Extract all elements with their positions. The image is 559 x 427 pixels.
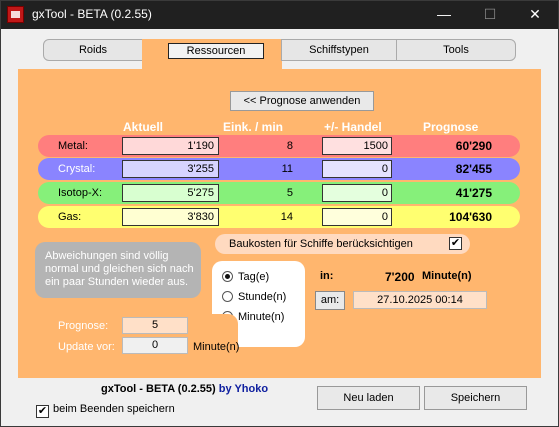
radio-label: Tag(e) xyxy=(238,271,270,283)
radio-tage[interactable]: Tag(e) xyxy=(222,271,269,287)
forecast-time-box: in: 7'200 Minute(n) am: 27.10.2025 00:14 xyxy=(307,261,497,314)
resource-row-isotop: Isotop-X: 5'275 5 0 41'275 xyxy=(38,182,520,204)
prognose-value: 60'290 xyxy=(455,139,492,153)
footer-app-name: gxTool - BETA (0.2.55) xyxy=(101,383,216,395)
handel-input[interactable]: 0 xyxy=(322,160,392,178)
footer-author: by Yhoko xyxy=(218,383,269,395)
resource-label: Crystal: xyxy=(58,163,96,175)
footer-title: gxTool - BETA (0.2.55) by Yhoko xyxy=(101,383,268,395)
info-note: Abweichungen sind völlig normal und glei… xyxy=(35,242,201,298)
am-button[interactable]: am: xyxy=(315,291,345,310)
maximize-button[interactable]: ☐ xyxy=(483,6,497,22)
radio-label: Minute(n) xyxy=(238,311,285,323)
tab-tools[interactable]: Tools xyxy=(396,39,516,61)
resource-row-metal: Metal: 1'190 8 1500 60'290 xyxy=(38,135,520,157)
prognose-settings: Prognose: 5 Update vor: 0 Minute(n) xyxy=(38,314,240,356)
title-bar: gxTool - BETA (0.2.55) — ☐ ✕ xyxy=(1,1,558,29)
aktuell-input[interactable]: 3'830 xyxy=(122,208,219,226)
aktuell-input[interactable]: 5'275 xyxy=(122,184,219,202)
header-handel: +/- Handel xyxy=(324,120,382,134)
update-unit: Minute(n) xyxy=(193,341,240,353)
eink-value: 8 xyxy=(286,140,293,152)
save-button[interactable]: Speichern xyxy=(424,386,527,410)
baukosten-checkbox[interactable]: ✔ xyxy=(449,237,462,250)
eink-value: 11 xyxy=(281,163,293,175)
resource-row-crystal: Crystal: 3'255 11 0 82'455 xyxy=(38,158,520,180)
header-aktuell: Aktuell xyxy=(123,120,164,134)
eink-value: 5 xyxy=(286,187,293,199)
resource-label: Gas: xyxy=(58,211,82,223)
in-label: in: xyxy=(320,270,334,282)
save-on-exit-checkbox[interactable]: ✔ xyxy=(36,405,49,418)
eink-value: 14 xyxy=(280,211,293,223)
radio-dot-icon xyxy=(222,271,233,282)
prognose-value: 104'630 xyxy=(449,210,492,224)
prognose-value: 41'275 xyxy=(455,186,492,200)
handel-input[interactable]: 1500 xyxy=(322,137,392,155)
resource-row-gas: Gas: 3'830 14 0 104'630 xyxy=(38,206,520,228)
tab-ressourcen-label: Ressourcen xyxy=(168,43,264,59)
save-on-exit-option[interactable]: ✔ beim Beenden speichern xyxy=(36,403,175,418)
close-button[interactable]: ✕ xyxy=(529,6,541,22)
tab-roids[interactable]: Roids xyxy=(43,39,143,61)
radio-stunde[interactable]: Stunde(n) xyxy=(222,291,286,307)
in-unit: Minute(n) xyxy=(422,270,472,282)
window-title: gxTool - BETA (0.2.55) xyxy=(32,7,152,21)
baukosten-label: Baukosten für Schiffe berücksichtigen xyxy=(229,238,413,250)
header-prognose: Prognose xyxy=(423,120,479,134)
aktuell-input[interactable]: 3'255 xyxy=(122,160,219,178)
radio-label: Stunde(n) xyxy=(238,291,287,303)
update-label: Update vor: xyxy=(58,341,115,353)
update-field: 0 xyxy=(122,337,188,354)
handel-input[interactable]: 0 xyxy=(322,208,392,226)
app-icon xyxy=(7,6,24,23)
resource-label: Metal: xyxy=(58,140,88,152)
prognose-value: 82'455 xyxy=(455,162,492,176)
tab-ressourcen[interactable]: Ressourcen xyxy=(142,39,282,71)
baukosten-option[interactable]: Baukosten für Schiffe berücksichtigen ✔ xyxy=(215,234,470,254)
prognose-label: Prognose: xyxy=(58,320,109,332)
minimize-button[interactable]: — xyxy=(437,6,451,22)
reload-button[interactable]: Neu laden xyxy=(317,386,420,410)
aktuell-input[interactable]: 1'190 xyxy=(122,137,219,155)
save-on-exit-label: beim Beenden speichern xyxy=(53,403,175,415)
prognose-input[interactable]: 5 xyxy=(122,317,188,334)
resource-label: Isotop-X: xyxy=(58,187,103,199)
tab-schiffstypen[interactable]: Schiffstypen xyxy=(281,39,397,61)
in-value: 7'200 xyxy=(385,270,415,284)
handel-input[interactable]: 0 xyxy=(322,184,392,202)
time-unit-group: Tag(e) Stunde(n) Minute(n) xyxy=(212,261,305,347)
am-date-field[interactable]: 27.10.2025 00:14 xyxy=(353,291,487,309)
header-eink: Eink. / min xyxy=(223,120,284,134)
apply-prognose-button[interactable]: << Prognose anwenden xyxy=(230,91,374,111)
radio-dot-icon xyxy=(222,291,233,302)
